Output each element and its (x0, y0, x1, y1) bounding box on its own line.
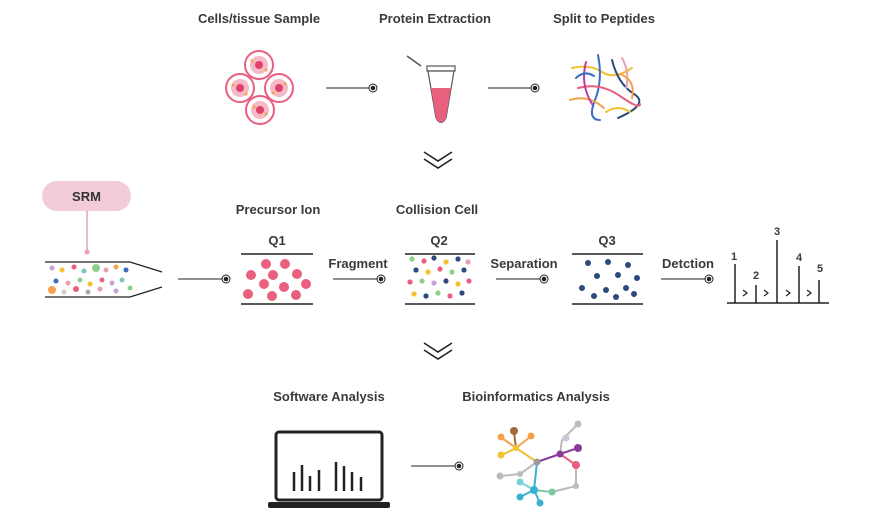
q3-quadrupole (572, 253, 643, 305)
label-precursor-ion: Precursor Ion (235, 202, 321, 217)
peak-label-1: 1 (730, 251, 738, 263)
cells-icon (225, 50, 294, 125)
label-cells-sample: Cells/tissue Sample (197, 11, 321, 26)
label-software-analysis: Software Analysis (273, 389, 385, 404)
peptides-icon (569, 54, 641, 121)
q1-quadrupole (241, 253, 313, 305)
q2-quadrupole (405, 253, 475, 305)
spectrum-peaks (727, 240, 829, 304)
laptop-icon (268, 430, 390, 508)
peak-label-4: 4 (795, 252, 803, 264)
peak-label-3: 3 (773, 226, 781, 238)
chevron-down-icon (423, 151, 453, 169)
lc-column-icon (45, 261, 163, 298)
label-separation: Separation (490, 256, 558, 271)
chevron-right-icon (742, 289, 812, 297)
label-split-peptides: Split to Peptides (553, 11, 655, 26)
label-collision-cell: Collision Cell (395, 202, 479, 217)
network-icon (496, 420, 582, 507)
chevron-down-icon (423, 342, 453, 360)
label-q2: Q2 (430, 233, 448, 248)
label-q1: Q1 (268, 233, 286, 248)
label-fragment: Fragment (328, 256, 388, 271)
label-bioinformatics-analysis: Bioinformatics Analysis (462, 389, 610, 404)
tube-icon (406, 55, 456, 124)
peak-label-2: 2 (752, 270, 760, 282)
peak-label-5: 5 (816, 263, 824, 275)
label-protein-extraction: Protein Extraction (379, 11, 491, 26)
label-detection: Detction (662, 256, 714, 271)
srm-badge: SRM (42, 181, 131, 211)
label-q3: Q3 (598, 233, 616, 248)
